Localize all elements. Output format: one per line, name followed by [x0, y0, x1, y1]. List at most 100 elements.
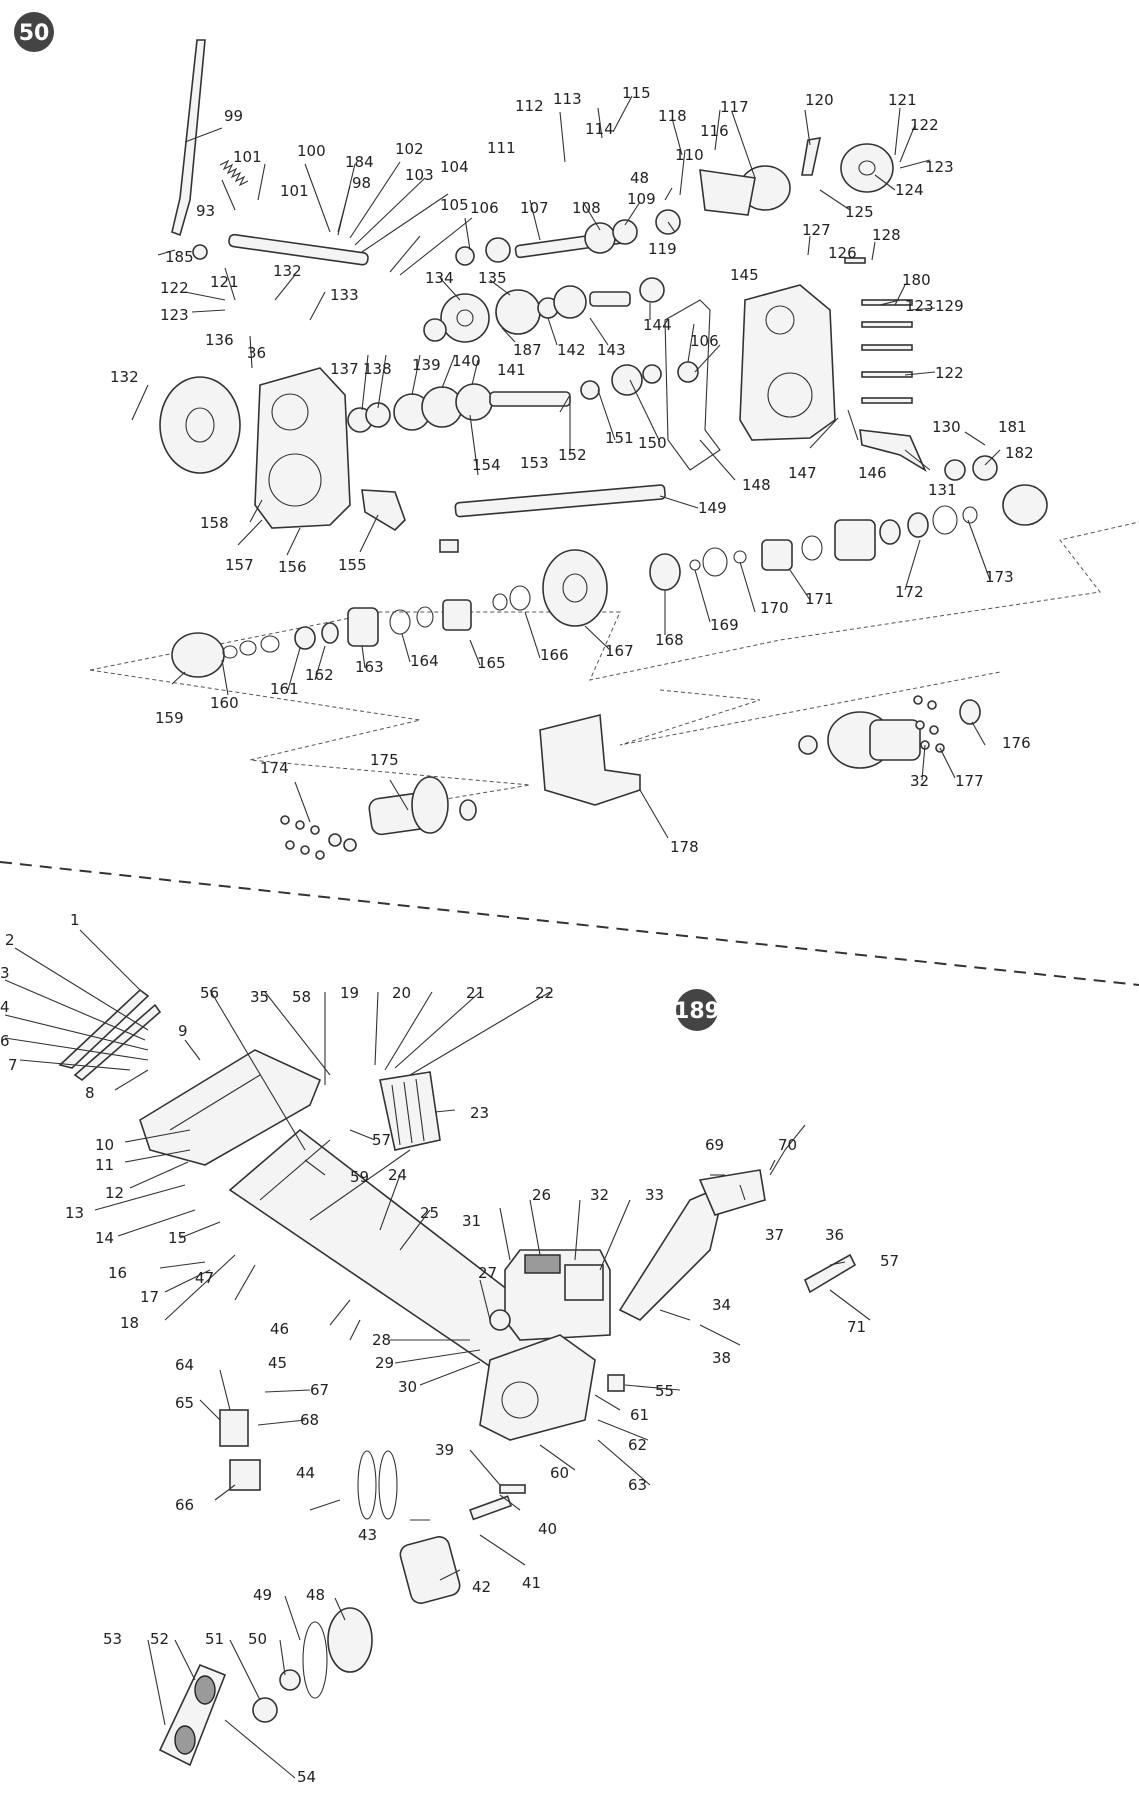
- callout-b6: 6: [0, 1032, 10, 1050]
- callout-169: 169: [710, 616, 739, 634]
- gear-168: [649, 553, 681, 591]
- callout-b61: 61: [630, 1406, 649, 1424]
- callout-157: 157: [225, 556, 254, 574]
- callout-b62: 62: [628, 1436, 647, 1454]
- callout-119: 119: [648, 240, 677, 258]
- callout-b25: 25: [420, 1204, 439, 1222]
- callout-b29: 29: [375, 1354, 394, 1372]
- callout-b33: 33: [645, 1186, 664, 1204]
- callout-142: 142: [557, 341, 586, 359]
- bolt-set: [844, 257, 913, 404]
- callout-105: 105: [440, 196, 469, 214]
- leader-lines-bottom: [4, 929, 871, 1779]
- callout-151: 151: [605, 429, 634, 447]
- callout-b2: 2: [5, 931, 15, 949]
- callout-b35: 35: [250, 988, 269, 1006]
- callout-141: 141: [497, 361, 526, 379]
- gear-141: [455, 383, 493, 421]
- callout-112: 112: [515, 97, 544, 115]
- pulley-cover: [327, 1607, 373, 1673]
- callout-111: 111: [487, 139, 516, 157]
- handle-bar: [58, 988, 150, 1069]
- section-separator: [0, 861, 1139, 986]
- callout-b22: 22: [535, 984, 554, 1002]
- hub-171: [761, 539, 793, 571]
- callout-b4: 4: [0, 998, 10, 1016]
- callout-b10: 10: [95, 1136, 114, 1154]
- callout-b57b: 57: [880, 1252, 899, 1270]
- callout-98: 98: [352, 174, 371, 192]
- callout-129: 129: [935, 297, 964, 315]
- shift-fork-131: [859, 429, 927, 472]
- callout-123b: 123: [925, 158, 954, 176]
- callout-b7: 7: [8, 1056, 18, 1074]
- section-badge-bottom-text: 189: [674, 999, 720, 1024]
- callout-93: 93: [196, 202, 215, 220]
- callout-146: 146: [858, 464, 887, 482]
- axle-assembly: [89, 484, 1139, 860]
- section-badge-top: 50: [14, 12, 54, 52]
- gear-134: [440, 293, 490, 343]
- callout-121b: 121: [888, 91, 917, 109]
- callout-137: 137: [330, 360, 359, 378]
- callout-109: 109: [627, 190, 656, 208]
- callout-b18: 18: [120, 1314, 139, 1332]
- gear-135: [495, 289, 541, 335]
- callout-106b: 106: [690, 332, 719, 350]
- callout-b63: 63: [628, 1476, 647, 1494]
- callout-b42: 42: [472, 1578, 491, 1596]
- callout-b43: 43: [358, 1526, 377, 1544]
- callout-181: 181: [998, 418, 1027, 436]
- callout-171: 171: [805, 590, 834, 608]
- callout-b59: 59: [350, 1168, 369, 1186]
- callout-124: 124: [895, 181, 924, 199]
- screen: [379, 1071, 441, 1151]
- switch-box: [219, 1409, 249, 1447]
- callout-b31: 31: [462, 1212, 481, 1230]
- callout-102: 102: [395, 140, 424, 158]
- nut: [192, 244, 208, 260]
- callout-104: 104: [440, 158, 469, 176]
- callout-99: 99: [224, 107, 243, 125]
- callout-b13: 13: [65, 1204, 84, 1222]
- callout-117: 117: [720, 98, 749, 116]
- callout-170: 170: [760, 599, 789, 617]
- callout-164: 164: [410, 652, 439, 670]
- callout-b34: 34: [712, 1296, 731, 1314]
- callout-180: 180: [902, 271, 931, 289]
- callout-101b: 101: [280, 182, 309, 200]
- callout-110: 110: [675, 146, 704, 164]
- plate-71: [803, 1253, 857, 1294]
- callout-131: 131: [928, 481, 957, 499]
- callout-148: 148: [742, 476, 771, 494]
- callout-147: 147: [788, 464, 817, 482]
- callout-133: 133: [330, 286, 359, 304]
- callout-b41: 41: [522, 1574, 541, 1592]
- callout-114: 114: [585, 120, 614, 138]
- callout-160: 160: [210, 694, 239, 712]
- arm-120: [801, 137, 822, 176]
- callout-b38: 38: [712, 1349, 731, 1367]
- callout-113: 113: [553, 90, 582, 108]
- callout-156: 156: [278, 558, 307, 576]
- callout-175: 175: [370, 751, 399, 769]
- callout-153: 153: [520, 454, 549, 472]
- callout-143: 143: [597, 341, 626, 359]
- clutch-plate: [840, 143, 894, 193]
- callout-125: 125: [845, 203, 874, 221]
- cover-159: [171, 632, 225, 678]
- callout-b70: 70: [778, 1136, 797, 1154]
- callout-149: 149: [698, 499, 727, 517]
- callout-b30: 30: [398, 1378, 417, 1396]
- callout-106: 106: [470, 199, 499, 217]
- belt-49: [302, 1621, 328, 1699]
- callout-32: 32: [910, 772, 929, 790]
- callout-b11: 11: [95, 1156, 114, 1174]
- callout-101: 101: [233, 148, 262, 166]
- callout-b64: 64: [175, 1356, 194, 1374]
- callout-135: 135: [478, 269, 507, 287]
- callout-167: 167: [605, 642, 634, 660]
- chute-deflector: [698, 1169, 766, 1216]
- callouts-top: 99 101 93 100 101 184 98 102 103 104 105…: [110, 84, 1034, 856]
- callout-134: 134: [425, 269, 454, 287]
